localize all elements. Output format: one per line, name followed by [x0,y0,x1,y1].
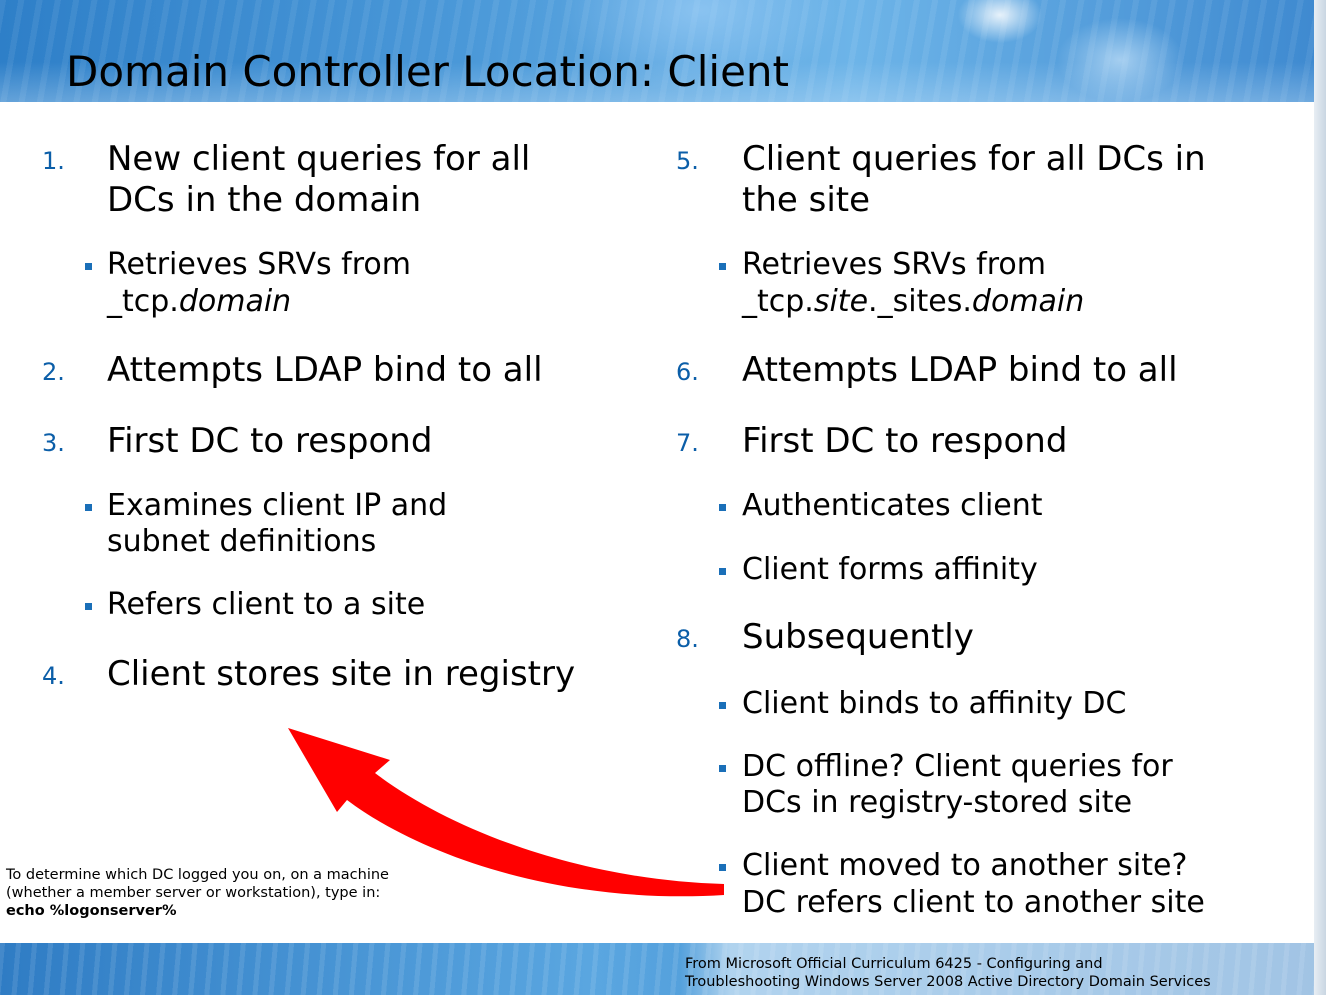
bullet-text: Client forms affinity [742,552,1038,587]
step-number: 5. [676,147,699,175]
step-text: Client stores site in registry [107,654,576,694]
bullet-text: DC offline? Client queries for [742,749,1173,784]
tip-line: (whether a member server or workstation)… [6,885,381,901]
bullet-marker [719,504,726,511]
step-text: Client queries for all DCs in [742,139,1206,179]
bullet-marker [719,702,726,709]
bullet-marker [719,263,726,270]
bullet-text: Refers client to a site [107,587,426,622]
step-text: First DC to respond [742,421,1068,461]
credit-line: From Microsoft Official Curriculum 6425 … [685,956,1103,972]
bullet-text: Client binds to affinity DC [742,686,1127,721]
footer-fade [680,943,1314,995]
tip-line: To determine which DC logged you on, on … [6,867,389,883]
step-text: Attempts LDAP bind to all [742,350,1178,390]
bullet-text: Retrieves SRVs from [742,247,1046,282]
tip-command: echo %logonserver% [6,903,177,919]
step-number: 3. [42,429,65,457]
slide-title: Domain Controller Location: Client [66,47,790,96]
bullet-marker [719,765,726,772]
bullet-marker [719,864,726,871]
arrow-body [288,728,724,897]
bullet-marker [85,504,92,511]
step-text: New client queries for all [107,139,531,179]
step-text: Subsequently [742,617,974,657]
bullet-text: subnet definitions [107,524,377,559]
bullet-text: _tcp.domain [107,284,292,319]
bullet-text: DCs in registry-stored site [742,785,1133,820]
bullet-text: Examines client IP and [107,488,448,523]
tip-note: To determine which DC logged you on, on … [6,866,389,920]
step-text: First DC to respond [107,421,433,461]
bullet-text: Authenticates client [742,488,1043,523]
step-text: Attempts LDAP bind to all [107,350,543,390]
bullet-marker [85,603,92,610]
bullet-marker [719,568,726,575]
step-number: 8. [676,625,699,653]
bullet-marker [85,263,92,270]
header-fade [0,62,1314,102]
bullet-text: _tcp.site._sites.domain [742,284,1085,319]
slide-edge [1314,0,1326,995]
bullet-text: DC refers client to another site [742,885,1205,920]
step-number: 4. [42,662,65,690]
header-banner [0,0,1314,102]
bullet-text: Client moved to another site? [742,848,1188,883]
step-number: 2. [42,358,65,386]
source-credit: From Microsoft Official Curriculum 6425 … [685,955,1211,991]
credit-line: Troubleshooting Windows Server 2008 Acti… [685,974,1211,990]
step-number: 7. [676,429,699,457]
bullet-text: Retrieves SRVs from [107,247,411,282]
step-number: 1. [42,147,65,175]
step-text: the site [742,180,871,220]
step-text: DCs in the domain [107,180,422,220]
step-number: 6. [676,358,699,386]
